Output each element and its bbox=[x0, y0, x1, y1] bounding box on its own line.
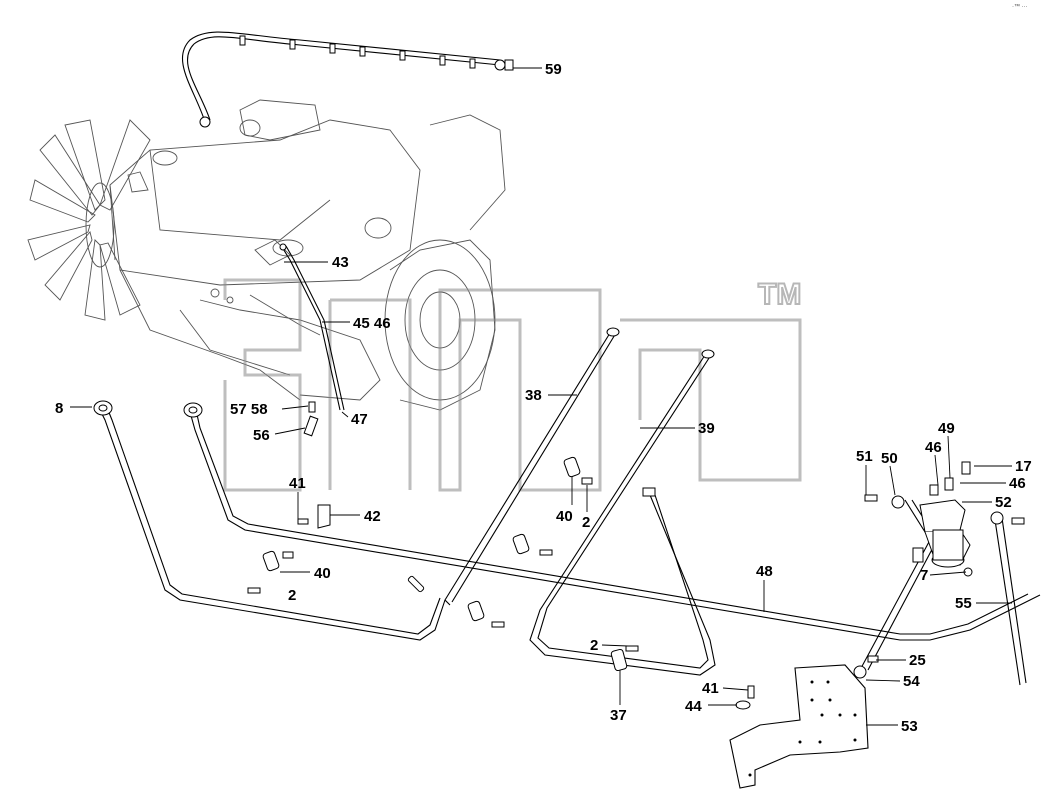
mounting-plate bbox=[729, 655, 879, 789]
part-label-39: 39 bbox=[698, 420, 715, 437]
engine-illustration bbox=[27, 99, 506, 411]
part-label-8: 8 bbox=[55, 400, 63, 417]
part-label-54: 54 bbox=[903, 673, 920, 690]
part-label-53: 53 bbox=[901, 718, 918, 735]
dipstick-47 bbox=[279, 243, 345, 411]
part-label-44: 44 bbox=[685, 698, 702, 715]
pipe-38 bbox=[444, 327, 620, 606]
part-label-40: 40 bbox=[314, 565, 331, 582]
part-label-52: 52 bbox=[995, 494, 1012, 511]
part-label-41: 41 bbox=[289, 475, 306, 492]
part-label-7: 7 bbox=[920, 567, 928, 584]
corner-mark: ·™ ··· bbox=[1012, 3, 1028, 10]
part-label-46: 46 bbox=[1009, 475, 1026, 492]
part-label-59: 59 bbox=[545, 61, 562, 78]
part-label-50: 50 bbox=[881, 450, 898, 467]
part-label-51: 51 bbox=[856, 448, 873, 465]
part-label-43: 43 bbox=[332, 254, 349, 271]
part-labels: 59 43 45 46 8 57 58 47 56 38 39 41 42 40… bbox=[55, 61, 1032, 735]
trademark-symbol: TM bbox=[758, 278, 801, 311]
part-label-37: 37 bbox=[610, 707, 627, 724]
filter-assembly bbox=[864, 461, 1025, 577]
part-label-46: 46 bbox=[925, 439, 942, 456]
part-label-17: 17 bbox=[1015, 458, 1032, 475]
pipe-39 bbox=[529, 349, 716, 676]
part-label-48: 48 bbox=[756, 563, 773, 580]
pipe-59 bbox=[181, 31, 514, 128]
leader-lines bbox=[70, 67, 1012, 726]
part-label-40: 40 bbox=[556, 508, 573, 525]
part-label-2: 2 bbox=[590, 637, 598, 654]
pipe-48 bbox=[183, 402, 1041, 641]
part-label-2: 2 bbox=[582, 514, 590, 531]
part-label-49: 49 bbox=[938, 420, 955, 437]
part-label-45-46: 45 46 bbox=[353, 315, 391, 332]
pipe-55 bbox=[990, 511, 1027, 686]
watermark-logo: TM bbox=[223, 277, 802, 492]
part-label-56: 56 bbox=[253, 427, 270, 444]
part-label-25: 25 bbox=[909, 652, 926, 669]
clamps bbox=[247, 456, 639, 672]
part-label-42: 42 bbox=[364, 508, 381, 525]
part-label-2: 2 bbox=[288, 587, 296, 604]
fan-icon bbox=[27, 119, 151, 321]
part-label-55: 55 bbox=[955, 595, 972, 612]
pipe-8 bbox=[93, 400, 446, 641]
hose-56 bbox=[303, 401, 319, 437]
part-label-47: 47 bbox=[351, 411, 368, 428]
part-label-41: 41 bbox=[702, 680, 719, 697]
part-label-38: 38 bbox=[525, 387, 542, 404]
part-label-57-58: 57 58 bbox=[230, 401, 268, 418]
